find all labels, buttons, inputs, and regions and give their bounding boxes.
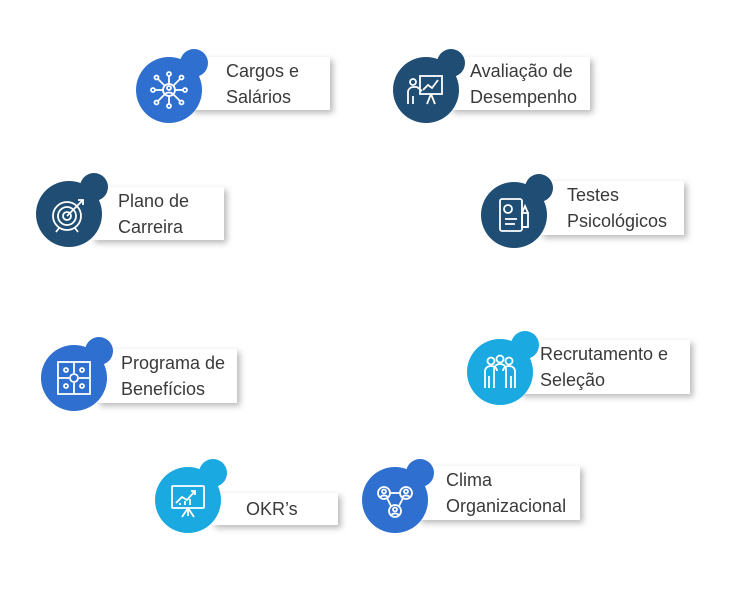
icon-badge [136,49,216,129]
label-card: Testes Psicológicos [540,181,684,235]
label-card: OKR’s [212,493,338,525]
label-line: Carreira [118,216,184,237]
label-card: Clima Organizacional [418,466,580,520]
target-icon [52,199,84,233]
icon-badge [36,173,116,253]
document-pen-icon [499,198,529,232]
icon-badge [155,459,235,539]
network-person-icon [150,71,188,109]
label-line: Clima [446,470,493,490]
growth-board-icon [171,485,205,518]
presentation-chart-icon [407,75,443,105]
icon-badge [41,337,121,417]
label-line: OKR’s [246,499,298,519]
label-card: Plano de Carreira [92,187,224,240]
people-connection-icon [377,486,413,518]
group-people-icon [484,354,516,388]
icon-badge [481,174,561,254]
label-card: Programa de Benefícios [97,349,237,403]
label-card: Cargos e Salários [190,57,330,110]
icon-badge [467,331,547,411]
label-line: Salários [226,86,292,107]
label-line: Programa de [121,353,226,373]
label-line: Seleção [540,370,606,390]
label-line: Recrutamento e [540,344,669,364]
label-line: Avaliação de [470,60,573,81]
label-card: Avaliação de Desempenho [450,57,590,110]
puzzle-icon [57,361,91,395]
label-line: Testes [567,185,620,205]
icon-badge [362,459,442,539]
icon-badge [393,49,473,129]
label-card: Recrutamento e Seleção [520,340,690,394]
label-line: Psicológicos [567,211,668,231]
label-line: Organizacional [446,496,567,516]
label-line: Benefícios [121,379,206,399]
label-line: Desempenho [470,86,578,107]
label-line: Plano de [118,190,190,211]
label-line: Cargos e [226,60,300,81]
